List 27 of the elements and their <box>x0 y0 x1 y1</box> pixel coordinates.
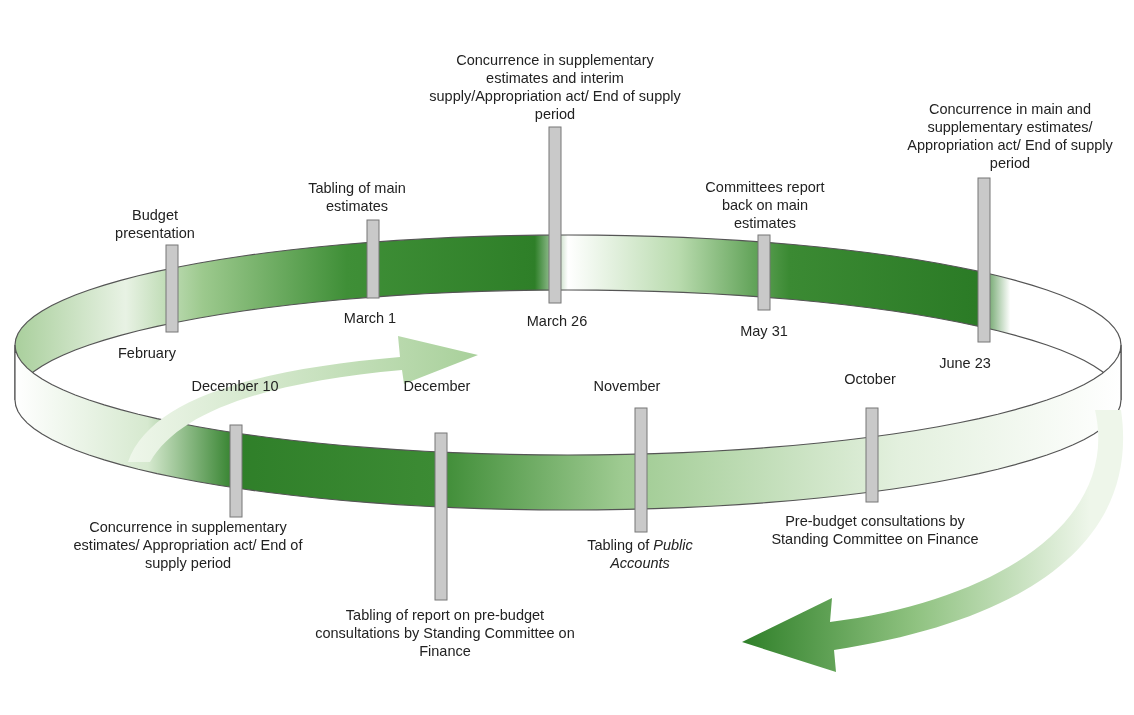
date-label: February <box>118 345 176 361</box>
marker-bar <box>977 177 991 343</box>
date-label: October <box>844 371 896 387</box>
marker-bar <box>434 432 448 601</box>
marker-bar <box>865 407 879 503</box>
date-label: December 10 <box>191 378 279 394</box>
marker-bar <box>229 424 243 518</box>
event-label: Tabling of Public Accounts <box>586 536 694 573</box>
marker-bar <box>757 234 771 311</box>
event-label: Tabling of report on pre-budget consultations by Standing Committee on Finance <box>314 606 576 661</box>
marker-bar <box>548 126 562 304</box>
event-label: Concurrence in main and supplementary estimates/ Appropriation act/ End of supply period <box>906 99 1114 172</box>
date-label: March 26 <box>526 313 588 329</box>
date-label: November <box>593 378 661 394</box>
date-label: May 31 <box>740 323 788 339</box>
event-label: Committees report back on main estimates <box>704 177 826 232</box>
date-label: December <box>403 378 471 394</box>
event-label: Concurrence in supplementary estimates/ Appropriation act/ End of supply period <box>72 518 304 573</box>
event-label: Tabling of main estimates <box>307 178 407 215</box>
marker-bar <box>366 219 380 299</box>
event-label: Budget presentation <box>114 205 196 242</box>
event-label: Pre-budget consultations by Standing Committee on Finance <box>770 512 980 549</box>
marker-bar <box>165 244 179 333</box>
event-label: Concurrence in supplementary estimates and interim supply/Appropriation act/ End of supply period <box>428 50 682 123</box>
marker-bar <box>634 407 648 533</box>
date-label: March 1 <box>343 310 397 326</box>
date-label: June 23 <box>939 355 991 371</box>
